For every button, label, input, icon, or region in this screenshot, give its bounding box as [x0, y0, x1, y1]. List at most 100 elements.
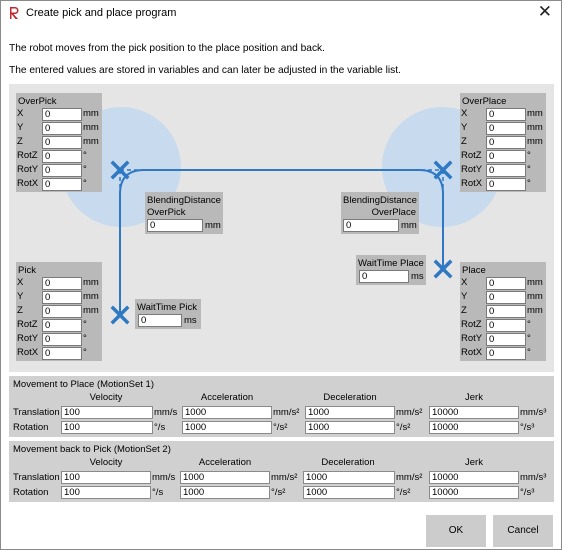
motionset-1-translation-deceleration[interactable]: 1000 [305, 406, 395, 419]
motionset-1-rotation-label: Rotation [13, 422, 49, 433]
motionset-2-rotation-deceleration-unit: °/s² [396, 487, 411, 498]
motionset-2-translation-velocity-unit: mm/s [152, 472, 176, 483]
place-roty-input[interactable]: 0 [486, 333, 526, 346]
motionset-2-translation-label: Translation [13, 472, 60, 483]
window-title: Create pick and place program [26, 7, 177, 19]
place-x-input[interactable]: 0 [486, 277, 526, 290]
overplace-y-label: Y [461, 122, 468, 133]
waittime-place-input[interactable]: 0 [359, 270, 409, 283]
motionset-2-rotation-label: Rotation [13, 487, 49, 498]
blend-overplace-panel: BlendingDistance OverPlace 0 mm [341, 192, 419, 234]
pick-rotx-input[interactable]: 0 [42, 347, 82, 360]
overplace-x-input[interactable]: 0 [486, 108, 526, 121]
overplace-z-input[interactable]: 0 [486, 136, 526, 149]
motionset-2-rotation-acceleration[interactable]: 1000 [180, 486, 270, 499]
pick-rotz-unit: ° [83, 319, 87, 330]
overplace-rotx-label: RotX [461, 178, 483, 189]
overpick-roty-input[interactable]: 0 [42, 164, 82, 177]
place-rotz-label: RotZ [461, 319, 482, 330]
place-y-label: Y [461, 291, 468, 302]
blend-overpick-line1: BlendingDistance [147, 195, 221, 206]
motionset-1-rotation-jerk[interactable]: 10000 [429, 421, 519, 434]
motionset-2-section: Movement back to Pick (MotionSet 2) Velo… [9, 441, 554, 502]
overpick-roty-unit: ° [83, 164, 87, 175]
motionset-1-translation-jerk[interactable]: 10000 [429, 406, 519, 419]
overpick-z-input[interactable]: 0 [42, 136, 82, 149]
motionset-2-rotation-deceleration[interactable]: 1000 [303, 486, 395, 499]
motionset-2-header-jerk: Jerk [465, 457, 483, 468]
motionset-1-rotation-deceleration[interactable]: 1000 [305, 421, 395, 434]
pick-rotx-unit: ° [83, 347, 87, 358]
motionset-1-rotation-acceleration[interactable]: 1000 [182, 421, 272, 434]
overplace-rotx-input[interactable]: 0 [486, 178, 526, 191]
place-y-input[interactable]: 0 [486, 291, 526, 304]
motionset-1-header-deceleration: Deceleration [323, 392, 377, 403]
close-icon[interactable]: ✕ [537, 2, 552, 21]
pick-x-unit: mm [83, 277, 99, 288]
overpick-y-label: Y [17, 122, 24, 133]
pick-x-label: X [17, 277, 24, 288]
place-marker [433, 259, 453, 279]
overpick-rotz-input[interactable]: 0 [42, 150, 82, 163]
motionset-1-translation-acceleration[interactable]: 1000 [182, 406, 272, 419]
overplace-roty-input[interactable]: 0 [486, 164, 526, 177]
motionset-2-header-velocity: Velocity [89, 457, 123, 468]
place-rotz-input[interactable]: 0 [486, 319, 526, 332]
pick-x-input[interactable]: 0 [42, 277, 82, 290]
overpick-rotx-input[interactable]: 0 [42, 178, 82, 191]
blend-overplace-line1: BlendingDistance [343, 195, 417, 206]
blend-overplace-line2: OverPlace [371, 207, 416, 218]
motionset-1-rotation-jerk-unit: °/s³ [520, 422, 535, 433]
motionset-2-translation-velocity[interactable]: 100 [61, 471, 151, 484]
motionset-2-translation-jerk[interactable]: 10000 [429, 471, 519, 484]
motionset-2-title: Movement back to Pick (MotionSet 2) [13, 444, 171, 455]
overplace-rotx-unit: ° [527, 178, 531, 189]
waittime-pick-input[interactable]: 0 [138, 314, 182, 327]
place-rotz-unit: ° [527, 319, 531, 330]
cancel-button[interactable]: Cancel [493, 515, 553, 547]
place-title: Place [462, 265, 486, 276]
motionset-2-translation-deceleration[interactable]: 1000 [303, 471, 395, 484]
overplace-rotz-input[interactable]: 0 [486, 150, 526, 163]
motionset-2-rotation-jerk[interactable]: 10000 [429, 486, 519, 499]
motionset-2-translation-acceleration[interactable]: 1000 [180, 471, 270, 484]
pick-roty-input[interactable]: 0 [42, 333, 82, 346]
motionset-2-rotation-velocity-unit: °/s [152, 487, 164, 498]
motionset-2-translation-deceleration-unit: mm/s² [396, 472, 423, 483]
motionset-1-rotation-velocity[interactable]: 100 [61, 421, 153, 434]
motionset-1-title: Movement to Place (MotionSet 1) [13, 379, 154, 390]
pick-y-input[interactable]: 0 [42, 291, 82, 304]
place-rotx-input[interactable]: 0 [486, 347, 526, 360]
blend-overpick-input[interactable]: 0 [147, 219, 203, 232]
pick-rotz-input[interactable]: 0 [42, 319, 82, 332]
blend-overpick-panel: BlendingDistance OverPick 0 mm [145, 192, 223, 234]
overplace-y-input[interactable]: 0 [486, 122, 526, 135]
overplace-x-unit: mm [527, 108, 543, 119]
motionset-1-translation-velocity[interactable]: 100 [61, 406, 153, 419]
overplace-z-unit: mm [527, 136, 543, 147]
overplace-rotz-unit: ° [527, 150, 531, 161]
place-z-unit: mm [527, 305, 543, 316]
place-z-input[interactable]: 0 [486, 305, 526, 318]
overpick-z-unit: mm [83, 136, 99, 147]
motionset-2-header-deceleration: Deceleration [321, 457, 375, 468]
place-rotx-label: RotX [461, 347, 483, 358]
overplace-z-label: Z [461, 136, 467, 147]
blend-overplace-input[interactable]: 0 [343, 219, 399, 232]
overplace-roty-label: RotY [461, 164, 483, 175]
motionset-1-header-jerk: Jerk [465, 392, 483, 403]
place-x-unit: mm [527, 277, 543, 288]
pick-z-unit: mm [83, 305, 99, 316]
pick-rotx-label: RotX [17, 347, 39, 358]
pick-rotz-label: RotZ [17, 319, 38, 330]
motionset-2-rotation-velocity[interactable]: 100 [61, 486, 151, 499]
pick-roty-unit: ° [83, 333, 87, 344]
overpick-y-input[interactable]: 0 [42, 122, 82, 135]
overpick-x-input[interactable]: 0 [42, 108, 82, 121]
blend-overpick-line2: OverPick [147, 207, 186, 218]
ok-button[interactable]: OK [426, 515, 486, 547]
pick-z-input[interactable]: 0 [42, 305, 82, 318]
waittime-pick-title: WaitTime Pick [137, 302, 197, 313]
